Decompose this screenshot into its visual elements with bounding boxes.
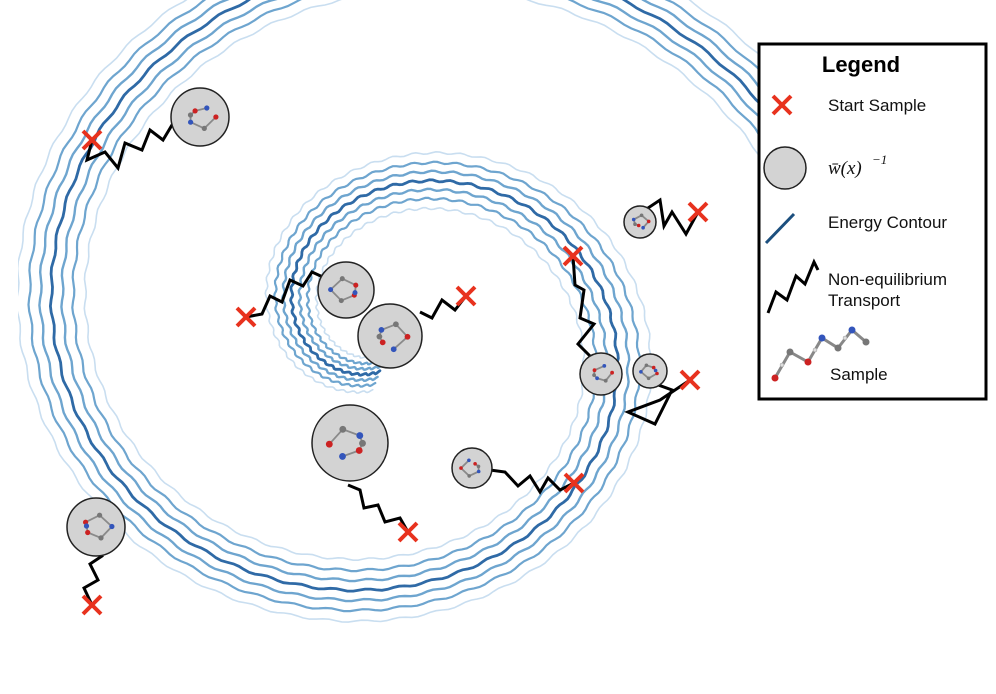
energy-contour-line [18,0,758,623]
weighted-sample-circle [311,404,389,482]
start-sample-marker [81,129,103,151]
legend-item-energy-contour: Energy Contour [764,212,947,245]
start-markers [81,129,709,616]
start-sample-marker [562,245,584,267]
molecule-icon [328,276,359,304]
start-sample-marker [235,306,257,328]
legend-label-sample: Sample [830,365,888,384]
molecule-icon [771,326,870,382]
molecule-icon [82,512,115,541]
sample-circles [66,87,668,557]
transport-paths [82,123,700,606]
legend-label-weight-exponent: −1 [872,152,887,167]
weighted-sample-circle [579,352,623,396]
energy-contours [18,0,758,623]
x-marker-icon [771,94,793,116]
legend-label-transport-line2: Transport [828,291,900,310]
transport-path [245,270,326,319]
energy-contour-line [83,0,758,561]
energy-contour-line [27,0,758,613]
weighted-sample-circle [623,205,657,239]
legend-item-weight: w̄(x) −1 [763,146,887,190]
weighted-sample-circle [357,303,423,369]
legend-label-weight: w̄(x) [828,158,862,179]
weighted-sample-circle [317,261,375,319]
legend: Legend Start Sample w̄(x) −1 Energy Cont… [757,42,988,401]
legend-label-transport-line1: Non-equilibrium [828,270,947,289]
energy-contour-line [71,0,758,573]
legend-title: Legend [822,52,900,77]
transport-path [624,378,691,426]
energy-contour-line [38,0,758,603]
molecule-icon [187,105,219,132]
molecule-icon [592,364,614,383]
weighted-sample-circle [170,87,230,147]
legend-item-start-sample: Start Sample [771,94,926,116]
start-sample-marker [679,369,701,391]
molecule-icon [459,458,481,478]
weighted-sample-circle [66,497,126,557]
legend-label-start-sample: Start Sample [828,96,926,115]
molecule-icon [631,213,651,230]
start-sample-marker [687,201,709,223]
start-sample-marker [455,285,477,307]
molecule-icon [376,321,411,353]
start-sample-marker [81,594,103,616]
contour-line-icon [764,212,796,245]
legend-box [757,42,988,401]
legend-item-sample: Sample [771,326,888,384]
weighted-sample-circle [451,447,493,489]
molecule-icon [325,425,366,460]
transport-path [84,123,186,172]
energy-contour-line [48,0,758,593]
legend-label-energy-contour: Energy Contour [828,213,947,232]
transport-path [347,483,410,533]
start-sample-marker [397,521,419,543]
transport-path [571,255,597,360]
energy-contour-line [60,0,758,583]
legend-item-transport: Non-equilibrium Transport [766,258,947,314]
circle-icon [763,146,807,190]
weighted-sample-circle [632,353,668,389]
zigzag-icon [766,258,820,314]
start-sample-marker [563,472,585,494]
transport-path [419,295,468,320]
transport-path [489,468,575,495]
molecule-icon [639,363,659,381]
